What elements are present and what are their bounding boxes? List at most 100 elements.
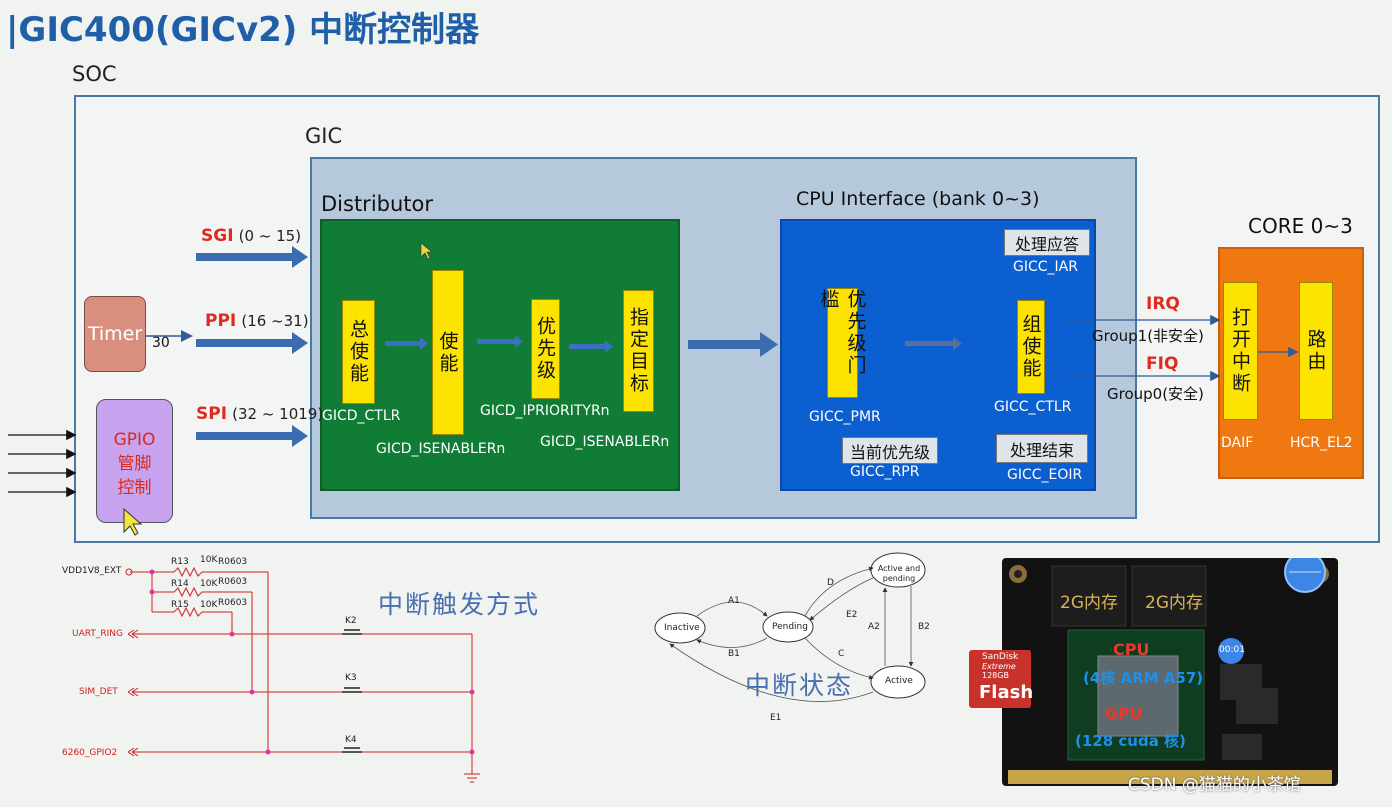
uart-ring-label: UART_RING — [72, 629, 123, 639]
sd-flash-label: Flash — [979, 682, 1034, 703]
gicc-ctlr-label: GICC_CTLR — [994, 399, 1072, 415]
state-diagram — [654, 552, 926, 702]
gic-label: GIC — [305, 124, 343, 148]
r15-name: R15 — [171, 600, 189, 610]
transition-a2: A2 — [868, 622, 880, 632]
current-priority-box: 当前优先级 — [842, 437, 938, 464]
ack-box: 处理应答 — [1004, 229, 1090, 256]
spi-label: SPI (32 ~ 1019) — [196, 404, 323, 424]
spi-range: (32 ~ 1019) — [232, 405, 324, 423]
gpio-line3: 控制 — [117, 478, 152, 498]
board-badge: 00:01 — [1219, 645, 1245, 655]
state-active: Active — [885, 676, 913, 686]
sd-cap: 128GB — [982, 671, 1009, 680]
cpu-interface-label: CPU Interface (bank 0~3) — [796, 188, 1040, 210]
sd-card — [969, 650, 1031, 708]
gpu-desc: (128 cuda 核) — [1075, 732, 1186, 750]
dist-to-cpu-arrow — [688, 332, 778, 357]
state-active-pending: Active and pending — [877, 564, 921, 583]
transition-e2: E2 — [846, 610, 858, 620]
arrows-layer — [8, 242, 1299, 536]
k4-label: K4 — [345, 735, 357, 745]
route-block: 路由 — [1299, 282, 1333, 420]
gicd-isenabler-target-label: GICD_ISENABLERn — [540, 434, 670, 450]
ppi-label: PPI (16 ~31) — [205, 311, 309, 331]
enable-block: 使能 — [432, 270, 464, 435]
mem1-label: 2G内存 — [1060, 593, 1118, 613]
r15-value: 10K — [200, 600, 218, 610]
spi-name: SPI — [196, 404, 228, 424]
eoi-box: 处理结束 — [996, 434, 1088, 463]
timer-block: Timer — [84, 296, 146, 372]
trigger-title: 中断触发方式 — [378, 590, 541, 619]
open-interrupt-block: 打开中断 — [1223, 282, 1258, 420]
hcr-el2-label: HCR_EL2 — [1290, 435, 1353, 451]
sgi-label: SGI (0 ~ 15) — [201, 226, 301, 246]
state-title: 中断状态 — [745, 671, 854, 700]
cpu-label: CPU — [1113, 640, 1150, 659]
spi-arrow — [196, 425, 308, 447]
daif-label: DAIF — [1221, 435, 1254, 451]
sd-brand: SanDisk — [982, 652, 1019, 662]
transition-e1: E1 — [770, 713, 782, 723]
distributor-inner-arrows — [385, 335, 613, 353]
sim-det-label: SIM_DET — [79, 687, 118, 697]
distributor-label: Distributor — [321, 192, 434, 216]
k3-label: K3 — [345, 673, 357, 683]
gpio-line1: GPIO — [113, 430, 156, 450]
core-label: CORE 0~3 — [1248, 214, 1353, 238]
mem2-label: 2G内存 — [1145, 593, 1203, 613]
priority-block: 优先级 — [531, 299, 560, 399]
gicc-rpr-label: GICC_RPR — [850, 464, 920, 480]
cpu-desc: (4核 ARM A57) — [1083, 669, 1204, 687]
transition-b1: B1 — [728, 649, 740, 659]
r14-name: R14 — [171, 579, 189, 589]
sd-sub: Extreme — [982, 662, 1016, 671]
state-inactive: Inactive — [664, 623, 700, 633]
irq-label: IRQ — [1146, 294, 1180, 314]
transition-d: D — [827, 578, 834, 588]
ppi-name: PPI — [205, 311, 237, 331]
k2-label: K2 — [345, 616, 357, 626]
ppi-arrow — [196, 332, 308, 354]
gicd-isenabler-label: GICD_ISENABLERn — [376, 441, 506, 457]
board-graphics — [1002, 558, 1332, 784]
transition-a1: A1 — [728, 596, 740, 606]
transition-b2: B2 — [918, 622, 930, 632]
gicc-iar-label: GICC_IAR — [1013, 259, 1078, 275]
r14-pkg: R0603 — [218, 577, 248, 587]
gpio-line2: 管脚 — [117, 454, 152, 474]
gicc-eoir-label: GICC_EOIR — [1007, 467, 1083, 483]
timer-irq-label: 30 — [152, 335, 170, 351]
gicd-ctlr-label: GICD_CTLR — [322, 408, 401, 424]
gpio-block: GPIO 管脚 控制 — [96, 399, 173, 523]
r14-value: 10K — [200, 579, 218, 589]
gicd-ipriority-label: GICD_IPRIORITYRn — [480, 403, 610, 419]
r13-pkg: R0603 — [218, 557, 248, 567]
total-enable-block: 总使能 — [342, 300, 375, 404]
group1-label: Group1(非安全) — [1092, 327, 1204, 345]
sgi-range: (0 ~ 15) — [238, 227, 302, 245]
transition-c: C — [838, 649, 845, 659]
r13-value: 10K — [200, 555, 218, 565]
state-pending: Pending — [772, 622, 808, 632]
page-title: |GIC400(GICv2) 中断控制器 — [6, 10, 480, 50]
watermark: CSDN @猫猫的小茶馆 — [1128, 775, 1301, 795]
gpu-label: GPU — [1105, 704, 1143, 723]
target-block: 指定目标 — [623, 290, 654, 412]
vdd-label: VDD1V8_EXT — [62, 566, 122, 576]
pmr-to-ctlr-arrow — [905, 337, 962, 350]
fiq-label: FIQ — [1146, 354, 1179, 374]
pointer-icon — [123, 507, 143, 536]
r15-pkg: R0603 — [218, 598, 248, 608]
r13-name: R13 — [171, 557, 189, 567]
gicc-pmr-label: GICC_PMR — [809, 409, 881, 425]
group0-label: Group0(安全) — [1107, 385, 1204, 403]
cursor-icon — [420, 242, 433, 260]
sgi-arrow — [196, 246, 308, 268]
gpio-input-lines — [8, 429, 77, 498]
group-enable-block: 组使能 — [1017, 300, 1045, 394]
sgi-name: SGI — [201, 226, 234, 246]
gpio2-label: 6260_GPIO2 — [62, 748, 118, 758]
distributor-box — [320, 219, 680, 491]
